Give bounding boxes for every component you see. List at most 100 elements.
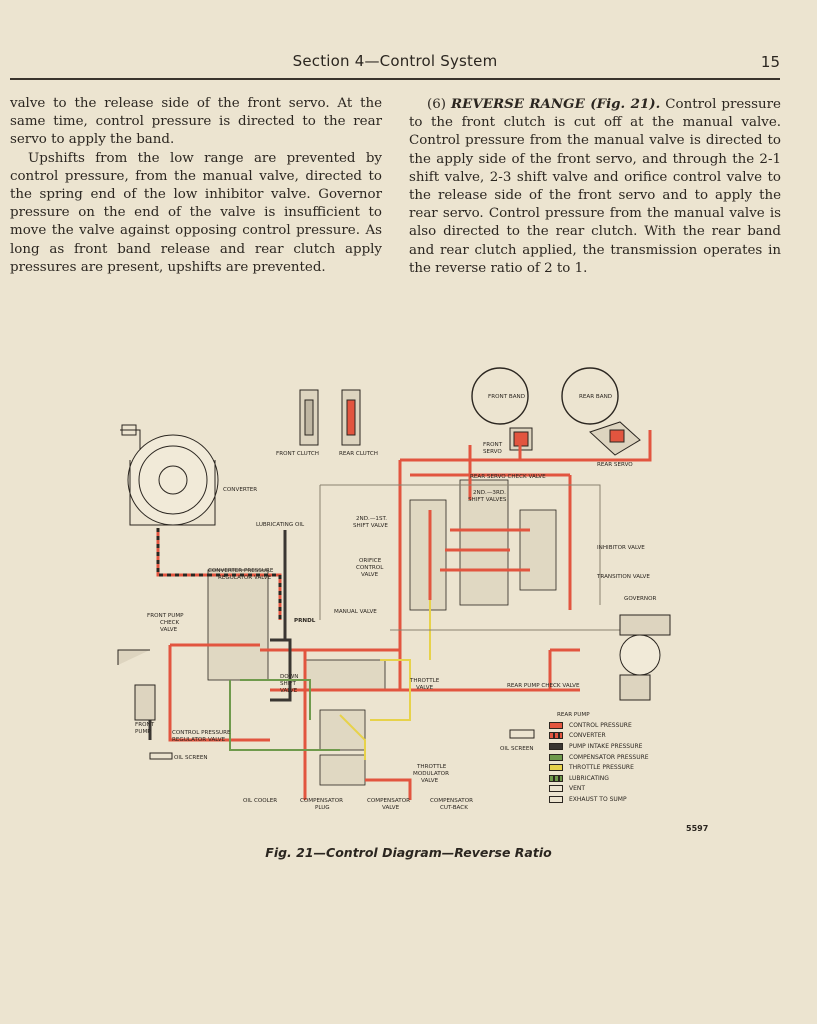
right-column: (6) REVERSE RANGE (Fig. 21). Control pre… [409,95,781,278]
oil-screen-left [149,752,173,760]
front-clutch [299,389,319,446]
valve-body [207,479,557,786]
legend-swatch [549,795,563,803]
diagram-legend: CONTROL PRESSURE CONVERTER PUMP INTAKE PRE… [549,720,649,805]
paragraph: Upshifts from the low range are prevente… [10,150,382,275]
svg-text:VALVE: VALVE [361,572,379,578]
legend-swatch [549,774,563,782]
svg-text:REGULATOR VALVE: REGULATOR VALVE [218,575,272,581]
page-number: 15 [760,53,780,71]
figure-caption: Fig. 21—Control Diagram—Reverse Ratio [265,845,552,860]
svg-text:THROTTLE: THROTTLE [416,764,447,770]
legend-swatch [549,753,563,761]
legend-swatch [549,785,563,793]
svg-text:THROTTLE: THROTTLE [409,678,440,684]
svg-text:MODULATOR: MODULATOR [413,771,449,777]
legend-label: THROTTLE PRESSURE [569,764,634,772]
rear-band [561,367,619,425]
svg-text:MANUAL VALVE: MANUAL VALVE [334,609,377,615]
legend-label: COMPENSATOR PRESSURE [569,753,649,761]
legend-item: LUBRICATING [549,773,649,784]
svg-text:OIL COOLER: OIL COOLER [243,798,277,804]
svg-text:INHIBITOR VALVE: INHIBITOR VALVE [597,545,645,551]
svg-text:REAR CLUTCH: REAR CLUTCH [339,451,378,457]
front-band [471,367,529,425]
figure-code: 5597 [686,824,709,833]
svg-text:CHECK: CHECK [160,620,180,626]
svg-text:2ND.—1ST.: 2ND.—1ST. [356,516,387,522]
svg-text:VALVE: VALVE [280,688,298,694]
svg-text:CUT-BACK: CUT-BACK [440,805,468,811]
converter-lines [156,528,282,620]
page-header: Section 4—Control System 15 [10,52,780,80]
legend-swatch [549,764,563,772]
paragraph: valve to the release side of the front s… [10,96,382,148]
svg-text:COMPENSATOR: COMPENSATOR [430,798,473,804]
svg-text:VALVE: VALVE [160,627,178,633]
svg-text:FRONT: FRONT [483,442,503,448]
legend-label: VENT [569,785,586,793]
section-title: Section 4—Control System [292,52,498,70]
svg-text:DOWN: DOWN [280,674,298,680]
section-number: (6) [427,97,452,112]
legend-item: VENT [549,784,649,795]
svg-text:COMPENSATOR: COMPENSATOR [300,798,343,804]
svg-text:SHIFT VALVES: SHIFT VALVES [468,497,507,503]
oil-screen-right [509,729,535,739]
svg-text:PUMP: PUMP [135,729,151,735]
svg-text:FRONT CLUTCH: FRONT CLUTCH [276,451,319,457]
legend-item: COMPENSATOR PRESSURE [549,752,649,763]
svg-text:SERVO: SERVO [483,449,502,455]
svg-text:VALVE: VALVE [421,778,439,784]
legend-item: EXHAUST TO SUMP [549,794,649,805]
legend-item: CONTROL PRESSURE [549,720,649,731]
svg-text:SHIFT VALVE: SHIFT VALVE [353,523,388,529]
svg-text:CONVERTER PRESSURE: CONVERTER PRESSURE [208,568,274,574]
left-column: valve to the release side of the front s… [10,95,382,277]
svg-text:CONTROL PRESSURE: CONTROL PRESSURE [172,730,231,736]
svg-text:OIL SCREEN: OIL SCREEN [500,746,534,752]
legend-swatch [549,721,563,729]
legend-item: CONVERTER [549,731,649,742]
svg-text:LUBRICATING OIL: LUBRICATING OIL [256,522,305,528]
svg-text:REGULATOR VALVE: REGULATOR VALVE [172,737,226,743]
rear-clutch [341,389,361,446]
svg-text:CONTROL: CONTROL [356,565,384,571]
svg-text:GOVERNOR: GOVERNOR [624,596,656,602]
legend-swatch [549,742,563,750]
svg-text:COMPENSATOR: COMPENSATOR [367,798,410,804]
svg-text:FRONT PUMP: FRONT PUMP [147,613,184,619]
governor [619,614,671,701]
legend-label: CONVERTER [569,732,606,740]
svg-text:CONVERTER: CONVERTER [223,487,257,493]
svg-text:REAR BAND: REAR BAND [579,394,612,400]
svg-text:REAR PUMP CHECK VALVE: REAR PUMP CHECK VALVE [507,683,580,689]
paragraph-body: Control pressure to the front clutch is … [409,97,781,276]
svg-text:PRNDL: PRNDL [294,618,316,624]
legend-label: EXHAUST TO SUMP [569,795,627,803]
svg-text:VALVE: VALVE [382,805,400,811]
legend-item: PUMP INTAKE PRESSURE [549,741,649,752]
legend-swatch [549,732,563,740]
legend-label: PUMP INTAKE PRESSURE [569,742,643,750]
control-diagram: FRONT BAND REAR BAND FRONT CLUTCH REAR C… [117,367,671,811]
converter-assembly [120,424,219,526]
svg-text:REAR SERVO: REAR SERVO [597,462,633,468]
section-heading: REVERSE RANGE (Fig. 21). [451,96,661,112]
svg-text:TRANSITION VALVE: TRANSITION VALVE [596,574,650,580]
legend-label: LUBRICATING [569,774,609,782]
rear-servo [589,421,641,456]
legend-item: THROTTLE PRESSURE [549,762,649,773]
svg-text:FRONT BAND: FRONT BAND [488,394,525,400]
svg-text:PLUG: PLUG [315,805,330,811]
svg-text:FRONT: FRONT [135,722,155,728]
svg-text:2ND.—3RD.: 2ND.—3RD. [473,490,506,496]
svg-text:ORIFICE: ORIFICE [359,558,382,564]
front-pump [117,649,156,721]
legend-label: CONTROL PRESSURE [569,721,632,729]
svg-text:SHIFT: SHIFT [280,681,297,687]
svg-text:REAR PUMP: REAR PUMP [557,712,590,718]
paragraph: (6) REVERSE RANGE (Fig. 21). Control pre… [409,95,781,278]
diagram-labels: FRONT BAND REAR BAND FRONT CLUTCH REAR C… [135,394,656,811]
svg-text:REAR SERVO CHECK VALVE: REAR SERVO CHECK VALVE [470,474,546,480]
